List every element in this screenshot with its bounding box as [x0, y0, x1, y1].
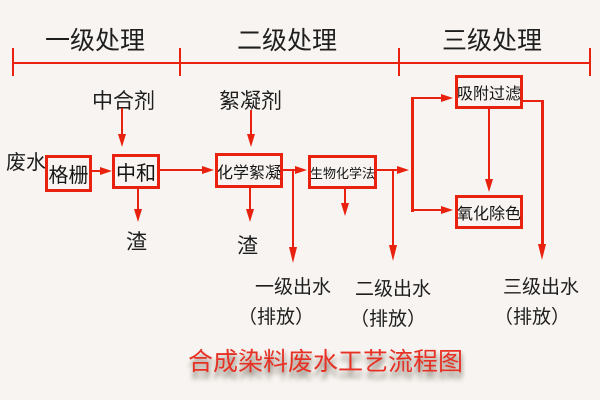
arrow-neutralizer-head-icon [118, 134, 126, 147]
arrow-flocculant-head-icon [247, 134, 255, 147]
arrow-flocculation-biochemical-head-icon [295, 166, 307, 174]
arrow-trunk-adsorption-line [412, 97, 443, 99]
neutralizer-label: 中合剂 [92, 89, 155, 113]
arrow-flocculation-slag-head-icon [246, 209, 254, 222]
flocculant-label: 絮凝剂 [219, 89, 282, 113]
stage-header-secondary: 二级处理 [236, 26, 337, 55]
stage-bracket-tick-right [589, 48, 591, 76]
arrow-biochemical-trunk-line [377, 169, 399, 171]
neutralization-box: 中和 [112, 154, 160, 189]
primary-effluent-label: 一级出水 [255, 276, 332, 298]
arrow-neutralization-slag-head-icon [134, 209, 142, 222]
stage-bracket-tick-left [12, 48, 14, 76]
adsorption-filtration-box: 吸附过滤 [455, 75, 523, 109]
arrow-neutralization-flocculation-head-icon [202, 166, 214, 174]
arrow-grate-neutralization-line [92, 170, 102, 172]
arrow-secondary-effluent-head-icon [389, 245, 397, 261]
arrow-neutralization-flocculation-line [160, 169, 204, 171]
stage-bracket-tick-mid1 [179, 48, 181, 76]
wastewater-label: 废水 [6, 150, 46, 174]
tertiary-trunk-line [411, 97, 414, 212]
arrow-flocculation-slag-line [249, 188, 251, 211]
arrow-grate-neutralization-head-icon [100, 167, 112, 175]
grate-box: 格栅 [45, 155, 92, 192]
chemical-flocculation-box: 化学絮凝 [215, 153, 283, 188]
secondary-effluent-label: 二级出水 [355, 278, 432, 300]
stage-header-primary: 一级处理 [44, 26, 145, 55]
arrow-primary-effluent-line [292, 169, 294, 249]
arrow-trunk-adsorption-head-icon [441, 94, 453, 102]
tertiary-effluent-label: 三级出水 [503, 276, 580, 298]
biochemical-box: 生物化学法 [308, 155, 377, 189]
stage-bracket-line [12, 62, 591, 64]
stage-bracket-tick-mid2 [398, 48, 400, 76]
arrow-tertiary-effluent-head-icon [538, 244, 546, 260]
tertiary-discharge-label: （排放） [494, 306, 571, 328]
arrow-adsorption-oxidation-head-icon [485, 179, 493, 192]
arrow-primary-effluent-head-icon [289, 247, 297, 263]
primary-discharge-label: （排放） [238, 306, 315, 328]
arrow-secondary-effluent-line [392, 169, 394, 247]
stage-header-tertiary: 三级处理 [441, 26, 542, 55]
arrow-flocculation-biochemical-line [283, 169, 297, 171]
arrow-trunk-oxidation-head-icon [441, 206, 453, 214]
arrow-biochemical-trunk-head-icon [397, 166, 409, 174]
slag-label-neutralization: 渣 [126, 230, 147, 254]
arrow-adsorption-out-line [523, 100, 544, 102]
oxidation-decolorization-box: 氧化除色 [455, 195, 523, 229]
arrow-flocculant-line [250, 110, 252, 136]
arrow-neutralizer-line [121, 108, 123, 136]
arrow-tertiary-effluent-line [541, 100, 544, 246]
arrow-trunk-oxidation-line [412, 209, 443, 211]
secondary-discharge-label: （排放） [350, 308, 427, 330]
slag-label-flocculation: 渣 [237, 234, 258, 258]
arrow-biochemical-down-head-icon [341, 203, 349, 216]
arrow-neutralization-slag-line [137, 189, 139, 211]
diagram-title: 合成染料废水工艺流程图 [188, 347, 464, 376]
arrow-adsorption-oxidation-line [488, 109, 490, 181]
arrow-biochemical-down-line [344, 189, 346, 205]
